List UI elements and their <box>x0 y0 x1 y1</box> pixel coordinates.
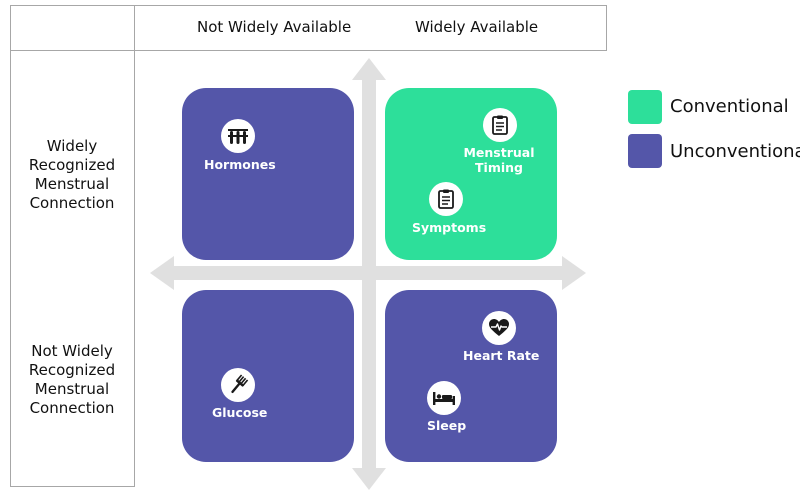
label-symptoms: Symptoms <box>412 220 487 235</box>
row-header-not-widely-recognized: Not Widely Recognized Menstrual Connecti… <box>28 342 116 417</box>
vertical-axis-arrow <box>352 58 386 490</box>
label-sleep: Sleep <box>427 418 467 433</box>
legend-swatch-unconventional <box>628 134 662 168</box>
bed-icon <box>427 381 461 415</box>
clipboard-icon <box>483 108 517 142</box>
label-glucose: Glucose <box>212 405 268 420</box>
legend-label-conventional: Conventional <box>670 96 789 117</box>
frame-header-bottom-line <box>10 50 607 51</box>
fork-icon <box>221 368 255 402</box>
label-heart-rate: Heart Rate <box>463 348 540 363</box>
heart-pulse-icon <box>482 311 516 345</box>
quadrant-top-right <box>385 88 557 260</box>
quadrant-bottom-right <box>385 290 557 462</box>
quadrant-top-left <box>182 88 354 260</box>
test-tubes-icon <box>221 119 255 153</box>
frame-left-line <box>10 5 11 487</box>
label-hormones: Hormones <box>204 157 276 172</box>
legend-label-unconventional: Unconventional <box>670 141 800 162</box>
matrix-frame <box>10 5 607 487</box>
column-header-widely-available: Widely Available <box>415 18 539 36</box>
frame-divider-line <box>134 5 135 487</box>
quadrant-bottom-left <box>182 290 354 462</box>
row-header-widely-recognized: Widely Recognized Menstrual Connection <box>28 137 116 212</box>
legend-swatch-conventional <box>628 90 662 124</box>
frame-right-line <box>606 5 607 51</box>
frame-top-line <box>10 5 607 6</box>
clipboard-icon <box>429 182 463 216</box>
label-menstrual-timing: Menstrual Timing <box>463 145 535 175</box>
frame-bottom-line <box>10 486 135 487</box>
column-header-not-widely-available: Not Widely Available <box>197 18 352 36</box>
